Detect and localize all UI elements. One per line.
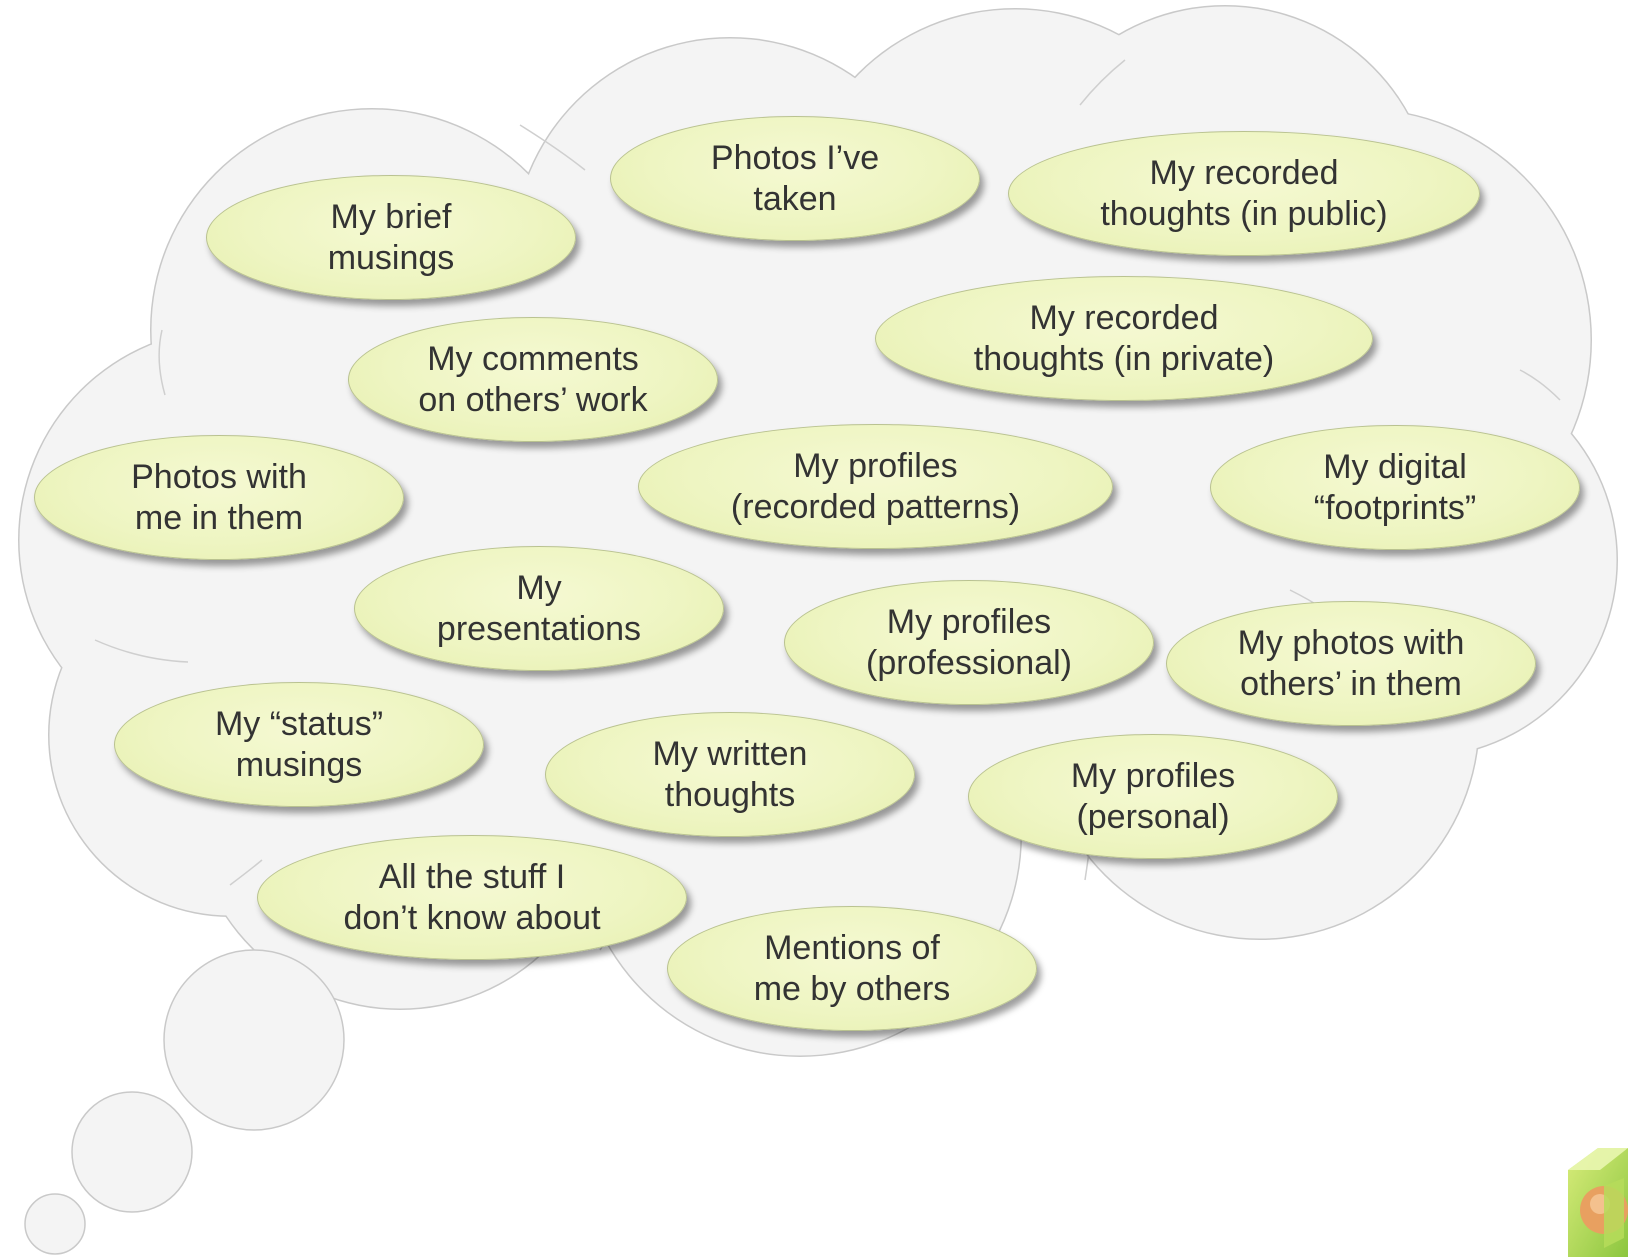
thought-trail: [24, 949, 345, 1255]
bubble-status-musings: My “status” musings: [114, 682, 484, 807]
bubble-brief-musings: My brief musings: [206, 175, 576, 300]
bubble-profiles-professional: My profiles (professional): [784, 580, 1154, 705]
bubble-photos-taken: Photos I’ve taken: [610, 116, 980, 241]
bubble-comments-on-others-work: My comments on others’ work: [348, 317, 718, 442]
bubble-profiles-recorded-patterns: My profiles (recorded patterns): [638, 424, 1113, 549]
bubble-presentations: My presentations: [354, 546, 724, 671]
bubble-recorded-thoughts-private: My recorded thoughts (in private): [875, 276, 1373, 401]
trail-circle-medium: [71, 1091, 193, 1213]
bubble-digital-footprints: My digital “footprints”: [1210, 425, 1580, 550]
bubble-photos-with-others: My photos with others’ in them: [1166, 601, 1536, 726]
trail-circle-large: [163, 949, 345, 1131]
cube-logo-icon: [1558, 1138, 1628, 1257]
bubble-profiles-personal: My profiles (personal): [968, 734, 1338, 859]
trail-circle-small: [24, 1193, 86, 1255]
bubble-recorded-thoughts-public: My recorded thoughts (in public): [1008, 131, 1480, 256]
bubble-unknown-stuff: All the stuff I don’t know about: [257, 835, 687, 960]
bubble-photos-with-me: Photos with me in them: [34, 435, 404, 560]
bubble-written-thoughts: My written thoughts: [545, 712, 915, 837]
bubble-mentions-by-others: Mentions of me by others: [667, 906, 1037, 1031]
